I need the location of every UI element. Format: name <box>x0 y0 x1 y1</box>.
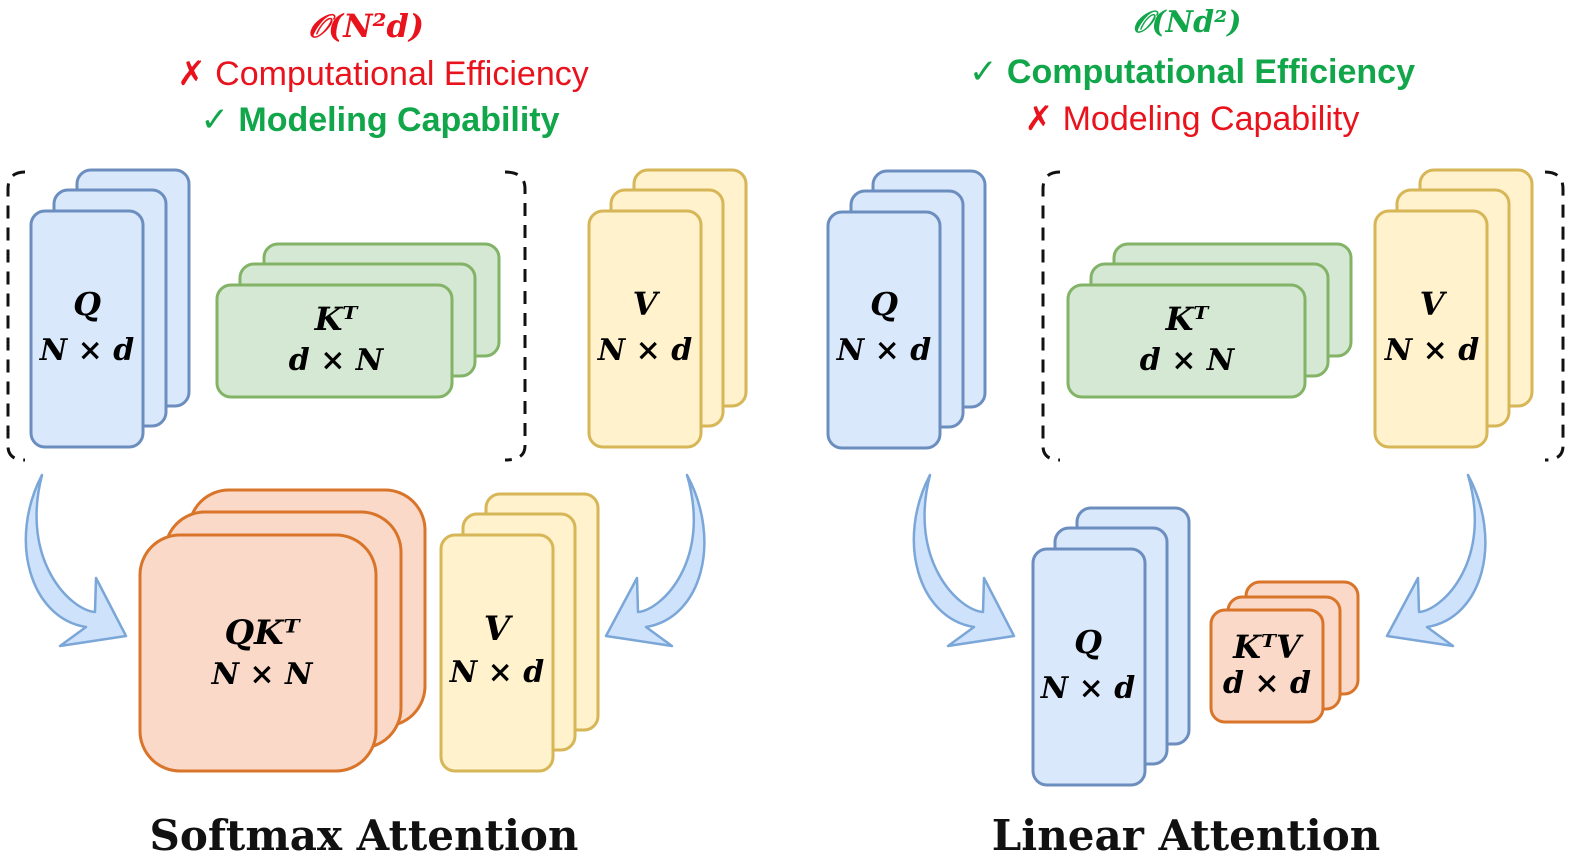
softmax-left-arrow <box>24 473 128 648</box>
linear-q2-stack: Q N × d <box>1031 506 1191 787</box>
softmax-qkt-label: QKᵀ <box>224 613 301 653</box>
softmax-efficiency-line: ✗ Computational Efficiency <box>177 55 589 93</box>
linear-title: Linear Attention <box>992 811 1381 860</box>
linear-left-arrow <box>912 473 1016 648</box>
softmax-qkt-stack: QKᵀ N × N <box>138 488 427 773</box>
linear-kt-label: Kᵀ <box>1165 300 1211 338</box>
linear-q2-label: Q <box>1074 623 1102 661</box>
linear-q-dims: N × d <box>836 333 931 368</box>
linear-q-label: Q <box>870 285 898 323</box>
linear-ktv-stack: KᵀV d × d <box>1209 580 1360 724</box>
softmax-q-stack: Q N × d <box>29 168 191 449</box>
softmax-v-label: V <box>633 285 661 323</box>
softmax-capability-line: ✓ Modeling Capability <box>200 101 559 139</box>
linear-ktv-dims: d × d <box>1223 666 1311 701</box>
softmax-qkt-dims: N × N <box>211 657 314 692</box>
softmax-v2-dims: N × d <box>449 655 544 690</box>
linear-q2-dims: N × d <box>1040 671 1135 706</box>
linear-v-dims: N × d <box>1384 333 1479 368</box>
softmax-q-label: Q <box>73 285 101 323</box>
softmax-kt-label: Kᵀ <box>314 300 360 338</box>
linear-group-bracket <box>1041 170 1565 462</box>
softmax-kt-stack: Kᵀ d × N <box>215 242 501 399</box>
linear-panel: 𝒪(Nd²) ✓ Computational Efficiency ✗ Mode… <box>826 5 1565 860</box>
linear-kt-stack: Kᵀ d × N <box>1066 242 1353 399</box>
softmax-v-stack: V N × d <box>587 168 748 449</box>
softmax-v2-label: V <box>484 609 514 649</box>
linear-capability-line: ✗ Modeling Capability <box>1025 100 1360 138</box>
linear-kt-dims: d × N <box>1140 343 1236 378</box>
linear-ktv-label: KᵀV <box>1232 628 1304 666</box>
softmax-title: Softmax Attention <box>150 811 579 860</box>
linear-right-arrow <box>1385 473 1487 648</box>
softmax-q-dims: N × d <box>39 333 134 368</box>
softmax-kt-dims: d × N <box>289 343 385 378</box>
softmax-panel: 𝒪(N²d) ✗ Computational Efficiency ✓ Mode… <box>6 7 748 860</box>
softmax-group-bracket <box>6 170 527 462</box>
softmax-v2-stack: V N × d <box>439 492 600 773</box>
softmax-right-arrow <box>604 473 706 648</box>
linear-v-stack: V N × d <box>1373 168 1534 449</box>
linear-complexity: 𝒪(Nd²) <box>1133 5 1242 40</box>
linear-q-stack: Q N × d <box>826 169 987 450</box>
linear-efficiency-line: ✓ Computational Efficiency <box>969 53 1415 91</box>
softmax-complexity: 𝒪(N²d) <box>308 7 424 45</box>
linear-v-label: V <box>1420 285 1448 323</box>
softmax-v-dims: N × d <box>597 333 692 368</box>
